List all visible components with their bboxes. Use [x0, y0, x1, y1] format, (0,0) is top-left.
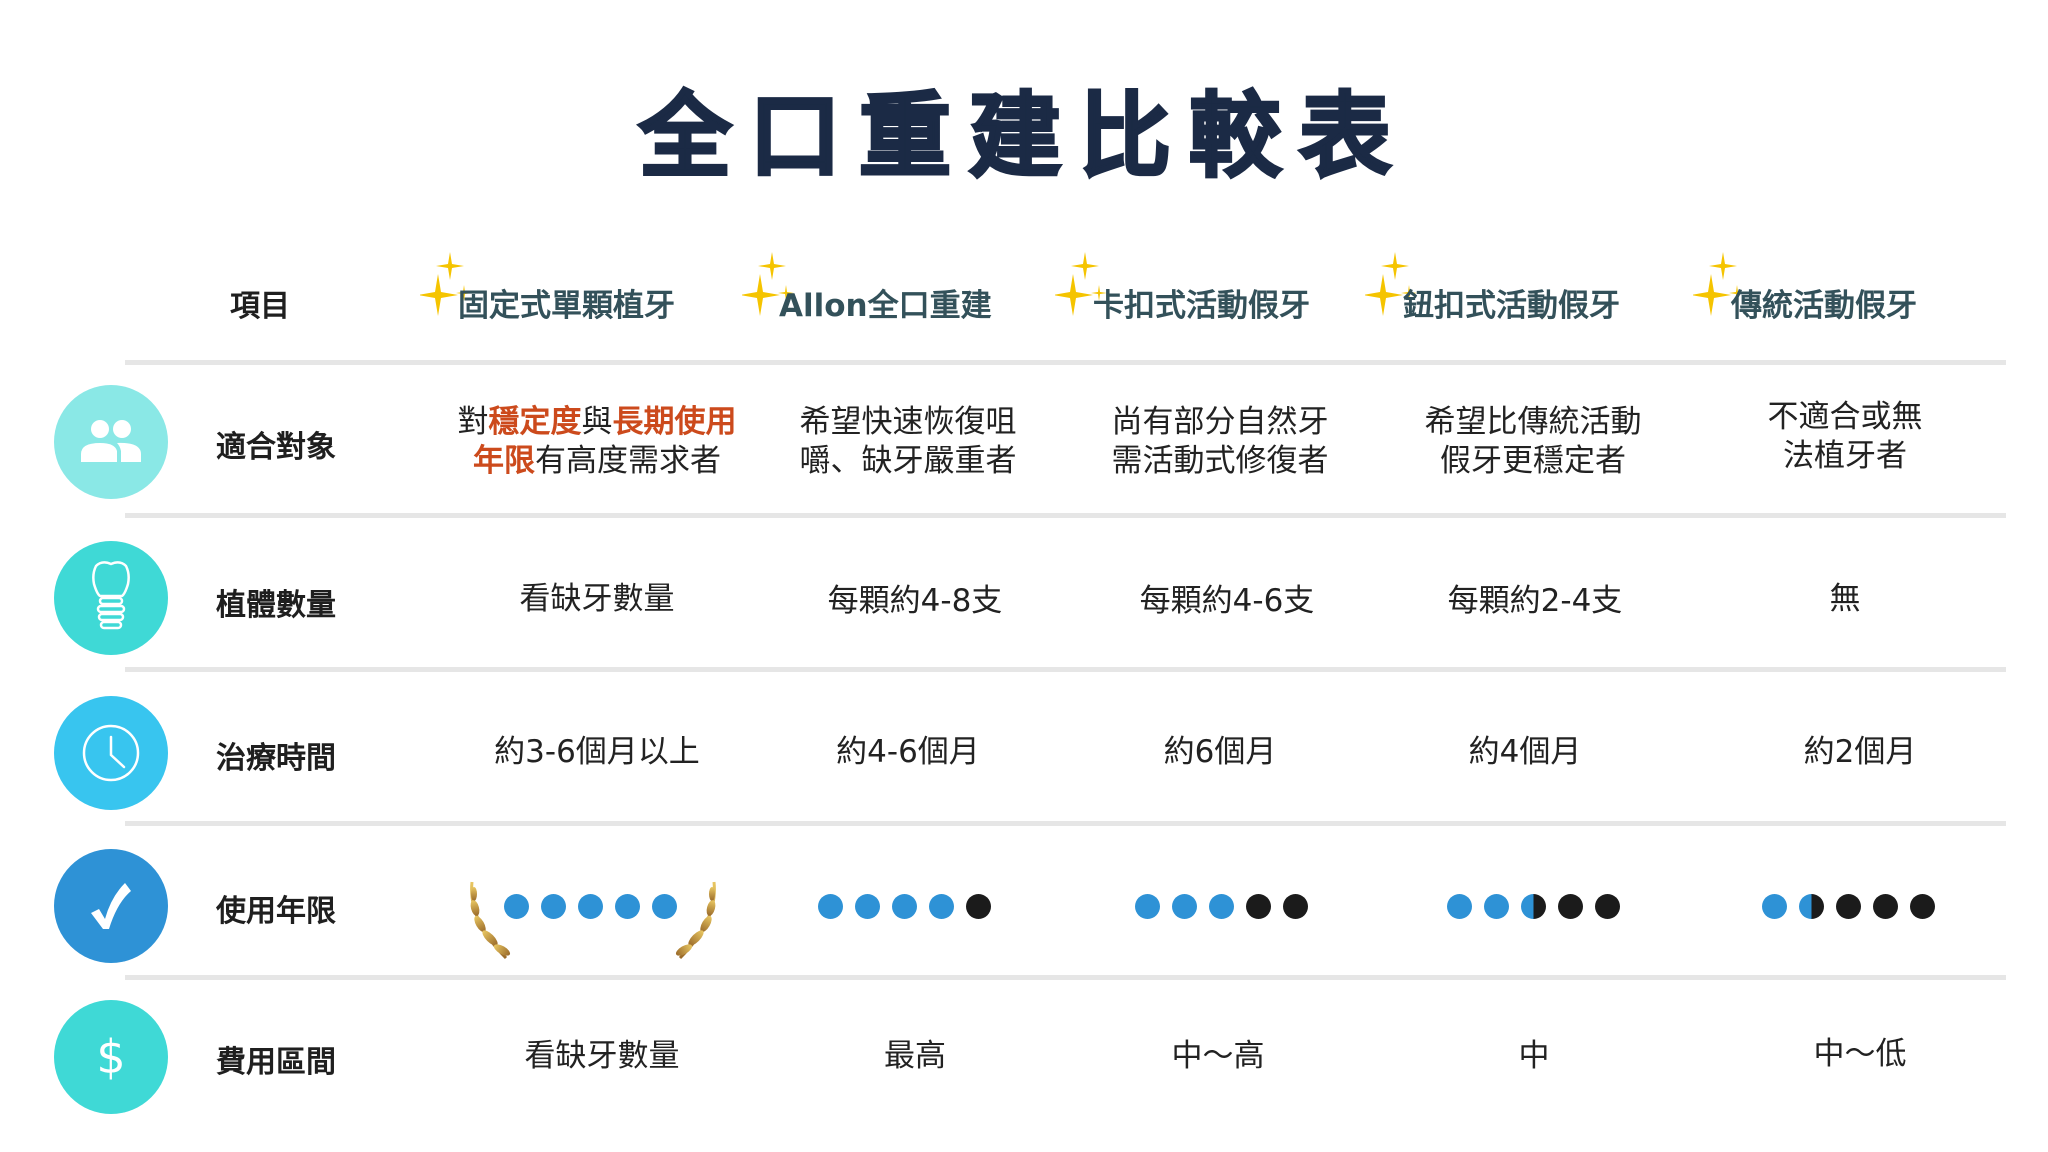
cell-time-fixed: 約3-6個月以上: [494, 734, 700, 770]
row-label-cost-range: 費用區間: [216, 1045, 336, 1080]
highlight-text: 穩定度: [488, 404, 582, 440]
highlight-text: 年限: [473, 443, 535, 479]
page-title: 全口重建比較表: [637, 82, 1409, 192]
column-header-label: 卡扣式活動假牙: [1093, 288, 1310, 324]
cell-time-traditional: 約2個月: [1803, 734, 1917, 770]
column-header-label: 傳統活動假牙: [1731, 288, 1917, 324]
rating-dot-empty: [1910, 894, 1935, 919]
cell-line: 需活動式修復者: [1111, 443, 1329, 479]
cell-cost-snap: 中～高: [1171, 1038, 1265, 1074]
column-header-snap-denture: 卡扣式活動假牙: [1055, 252, 1355, 324]
rating-dot-full: [541, 894, 566, 919]
cell-line: 尚有部分自然牙: [1111, 404, 1329, 440]
rating-dot-full: [929, 894, 954, 919]
dollar-icon: $: [54, 1000, 168, 1114]
column-header-label: 固定式單顆植牙: [458, 288, 675, 324]
sparkle-icon: [742, 252, 794, 316]
rating-dot-full: [1172, 894, 1197, 919]
cell-implant-traditional: 無: [1829, 581, 1861, 617]
row-divider: [125, 667, 2006, 672]
laurel-left-icon: [470, 881, 511, 960]
rating-dot-full: [1447, 894, 1472, 919]
rating-dot-full: [1135, 894, 1160, 919]
clock-icon: [54, 696, 168, 810]
lifespan-rating-fixed: [504, 894, 677, 919]
cell-text: 與: [581, 404, 613, 440]
cell-suitable-fixed: 對穩定度與長期使用 年限有高度需求者: [447, 403, 747, 481]
row-divider: [125, 360, 2006, 365]
lifespan-rating-allon: [818, 894, 991, 919]
rating-dot-full: [818, 894, 843, 919]
dental-implant-icon: [54, 541, 168, 655]
column-header-label: 鈕扣式活動假牙: [1403, 288, 1620, 324]
cell-implant-button: 每顆約2-4支: [1447, 583, 1623, 619]
cell-suitable-button: 希望比傳統活動 假牙更穩定者: [1393, 403, 1673, 481]
row-divider: [125, 975, 2006, 980]
rating-dot-full: [1762, 894, 1787, 919]
rating-dot-full: [1209, 894, 1234, 919]
row-label-implant-count: 植體數量: [216, 588, 336, 623]
sparkle-icon: [1055, 252, 1107, 316]
cell-suitable-allon: 希望快速恢復咀 嚼、缺牙嚴重者: [768, 403, 1048, 481]
header-item-label: 項目: [230, 289, 290, 324]
rating-dot-full: [615, 894, 640, 919]
rating-dot-empty: [1595, 894, 1620, 919]
rating-dot-empty: [1873, 894, 1898, 919]
cell-time-allon: 約4-6個月: [836, 734, 980, 770]
cell-line: 希望快速恢復咀: [799, 404, 1017, 440]
row-label-treatment-time: 治療時間: [216, 741, 336, 776]
cell-implant-snap: 每顆約4-6支: [1139, 583, 1315, 619]
rating-dot-full: [578, 894, 603, 919]
rating-dot-half: [1799, 894, 1824, 919]
cell-line: 假牙更穩定者: [1440, 443, 1626, 479]
rating-dot-full: [892, 894, 917, 919]
lifespan-rating-traditional: [1762, 894, 1935, 919]
cell-line: 嚼、缺牙嚴重者: [799, 443, 1017, 479]
rating-dot-full: [855, 894, 880, 919]
column-header-label: Allon全口重建: [779, 288, 992, 324]
cell-time-button: 約4個月: [1468, 734, 1582, 770]
sparkle-icon: [1693, 252, 1745, 316]
rating-dot-empty: [966, 894, 991, 919]
rating-dot-empty: [1283, 894, 1308, 919]
cell-cost-fixed: 看缺牙數量: [524, 1038, 680, 1074]
cell-suitable-traditional: 不適合或無 法植牙者: [1705, 398, 1985, 476]
people-icon: [54, 385, 168, 499]
rating-dot-full: [504, 894, 529, 919]
rating-dot-empty: [1246, 894, 1271, 919]
laurel-right-icon: [675, 881, 716, 960]
rating-dot-empty: [1836, 894, 1861, 919]
cell-cost-traditional: 中～低: [1813, 1036, 1907, 1072]
row-divider: [125, 513, 2006, 518]
row-label-lifespan: 使用年限: [216, 894, 336, 929]
row-divider: [125, 821, 2006, 826]
cell-cost-button: 中: [1518, 1038, 1550, 1074]
rating-dot-full: [652, 894, 677, 919]
column-header-fixed-single-implant: 固定式單顆植牙: [420, 252, 720, 324]
sparkle-icon: [420, 252, 472, 316]
cell-text: 有高度需求者: [535, 443, 721, 479]
cell-line: 不適合或無: [1767, 399, 1923, 435]
row-label-suitable-for: 適合對象: [216, 430, 336, 465]
sparkle-icon: [1365, 252, 1417, 316]
column-header-traditional-denture: 傳統活動假牙: [1693, 252, 1993, 324]
cell-line: 希望比傳統活動: [1424, 404, 1642, 440]
rating-dot-empty: [1558, 894, 1583, 919]
column-header-button-denture: 鈕扣式活動假牙: [1365, 252, 1665, 324]
column-header-allon: Allon全口重建: [742, 252, 1042, 324]
cell-suitable-snap: 尚有部分自然牙 需活動式修復者: [1080, 403, 1360, 481]
cell-time-snap: 約6個月: [1163, 734, 1277, 770]
checkmark-icon: [54, 849, 168, 963]
cell-line: 法植牙者: [1783, 438, 1907, 474]
cell-text: 對: [457, 404, 489, 440]
cell-implant-fixed: 看缺牙數量: [519, 581, 675, 617]
rating-dot-full: [1484, 894, 1509, 919]
rating-dot-half: [1521, 894, 1546, 919]
lifespan-rating-snap: [1135, 894, 1308, 919]
lifespan-rating-button: [1447, 894, 1620, 919]
highlight-text: 長期使用: [612, 404, 737, 440]
cell-implant-allon: 每顆約4-8支: [827, 583, 1003, 619]
cell-cost-allon: 最高: [884, 1038, 946, 1074]
